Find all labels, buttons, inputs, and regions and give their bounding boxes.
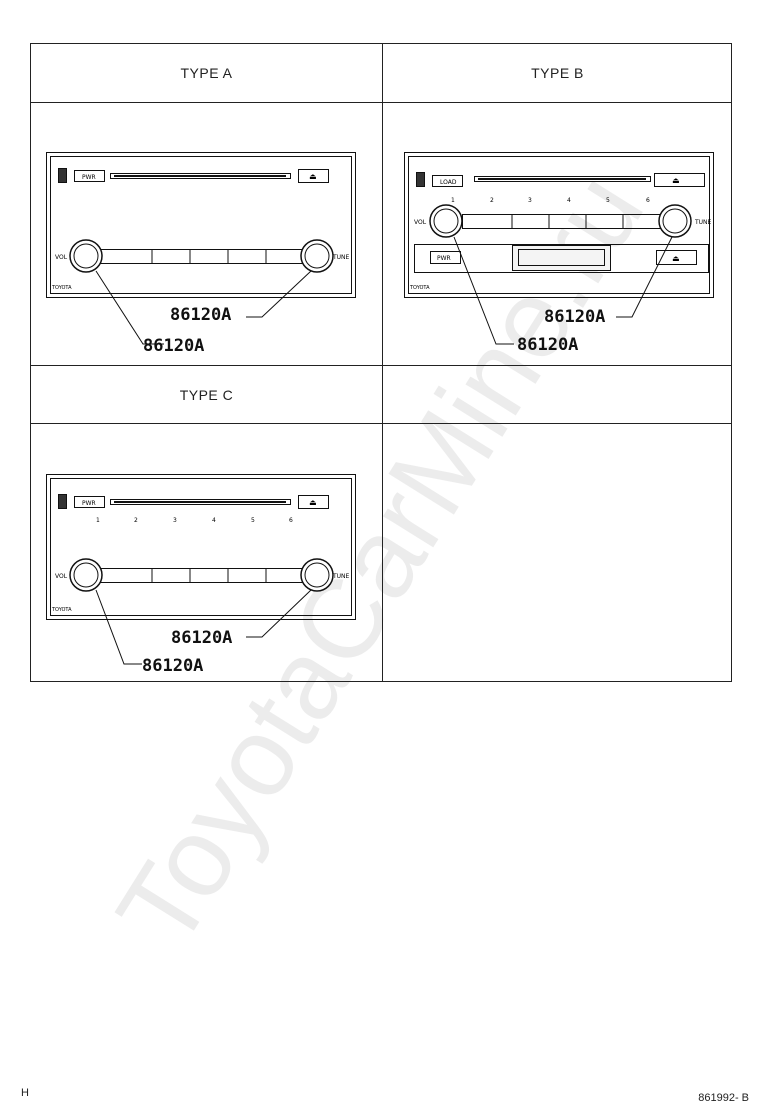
- disc-slot: [110, 499, 291, 505]
- footer-left-code: H: [21, 1087, 29, 1099]
- eject-icon: ⏏: [309, 172, 317, 181]
- load-button[interactable]: [432, 175, 463, 187]
- volume-knob[interactable]: [69, 239, 103, 273]
- preset-3-label: 3: [173, 517, 177, 524]
- pwr-label: PWR: [82, 174, 96, 181]
- tune-label: TUNE: [332, 254, 350, 261]
- eject-button[interactable]: [298, 169, 329, 183]
- volume-knob[interactable]: [429, 204, 463, 238]
- pwr-button[interactable]: [74, 496, 105, 508]
- row-divider: [31, 365, 731, 366]
- preset-5-label: 5: [606, 197, 610, 204]
- parts-table: TYPE A TYPE B TYPE C: [30, 43, 732, 682]
- brand-label: TOYOTA: [51, 607, 72, 613]
- volume-knob[interactable]: [69, 558, 103, 592]
- tune-knob[interactable]: [658, 204, 692, 238]
- disc-slot: [110, 173, 291, 179]
- pwr-label: PWR: [82, 500, 96, 507]
- vol-label: VOL: [55, 254, 68, 261]
- part-number-upper: 86120A: [170, 305, 231, 325]
- preset-5-label: 5: [251, 517, 255, 524]
- tune-label: TUNE: [332, 573, 350, 580]
- preset-6-label: 6: [646, 197, 650, 204]
- preset-2-label: 2: [134, 517, 138, 524]
- footer-figure-code: 861992- B: [698, 1092, 749, 1104]
- type-b-title: TYPE B: [531, 65, 584, 81]
- disc-slot: [474, 176, 651, 182]
- cd-logo-icon: [416, 172, 425, 187]
- part-number-upper: 86120A: [171, 628, 232, 648]
- type-c-radio-diagram: PWR ⏏ 1 2 3 4 5 6 VOL TUNE TOYOTA 86120A…: [46, 474, 356, 676]
- part-number-lower: 86120A: [142, 656, 203, 676]
- column-divider: [382, 44, 383, 681]
- changer-eject-button[interactable]: [656, 250, 697, 265]
- row-divider: [31, 102, 731, 103]
- preset-4-label: 4: [212, 517, 216, 524]
- preset-1-label: 1: [451, 197, 455, 204]
- part-number-lower: 86120A: [143, 336, 204, 356]
- preset-6-label: 6: [289, 517, 293, 524]
- pwr-button[interactable]: [74, 170, 105, 182]
- eject-button[interactable]: [298, 495, 329, 509]
- changer-eject-icon: ⏏: [672, 254, 680, 263]
- tune-knob[interactable]: [300, 558, 334, 592]
- type-c-title: TYPE C: [179, 387, 234, 403]
- row-divider: [31, 423, 731, 424]
- part-number-lower: 86120A: [517, 335, 578, 355]
- vol-label: VOL: [55, 573, 68, 580]
- tune-knob[interactable]: [300, 239, 334, 273]
- pwr-label: PWR: [437, 255, 451, 262]
- type-b-radio-diagram: LOAD ⏏ 1 2 3 4 5 6 VOL TUNE PWR ⏏ TOYOTA…: [404, 152, 714, 355]
- eject-icon: ⏏: [309, 498, 317, 507]
- brand-label: TOYOTA: [409, 285, 430, 291]
- type-a-radio-diagram: PWR ⏏ VOL TUNE TOYOTA 86120A 86120A: [46, 152, 356, 356]
- type-a-title: TYPE A: [180, 65, 233, 81]
- brand-label: TOYOTA: [51, 285, 72, 291]
- vol-label: VOL: [414, 219, 427, 226]
- cd-logo-icon: [58, 494, 67, 509]
- eject-button[interactable]: [654, 173, 705, 187]
- eject-icon: ⏏: [672, 176, 680, 185]
- load-label: LOAD: [440, 179, 457, 186]
- cd-logo-icon: [58, 168, 67, 183]
- preset-4-label: 4: [567, 197, 571, 204]
- tune-label: TUNE: [694, 219, 712, 226]
- part-number-upper: 86120A: [544, 307, 605, 327]
- preset-1-label: 1: [96, 517, 100, 524]
- preset-3-label: 3: [528, 197, 532, 204]
- pwr-button[interactable]: [430, 251, 461, 264]
- preset-2-label: 2: [490, 197, 494, 204]
